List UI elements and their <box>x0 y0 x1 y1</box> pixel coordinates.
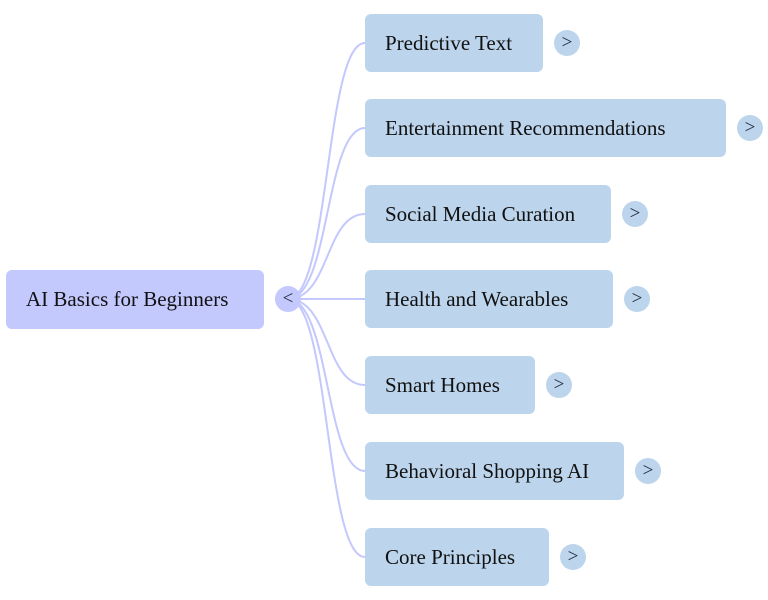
child-node-label: Health and Wearables <box>385 286 569 311</box>
child-node-label: Social Media Curation <box>385 201 576 226</box>
connector-line <box>287 213 366 300</box>
child-node-predictive-text[interactable]: Predictive Text <box>365 14 543 72</box>
child-node-label: Behavioral Shopping AI <box>385 458 590 483</box>
root-node-label: AI Basics for Beginners <box>26 287 229 311</box>
child-node-label: Predictive Text <box>385 30 513 55</box>
child-node-label: Entertainment Recommendations <box>385 115 666 140</box>
connector-line <box>287 298 366 386</box>
expand-icon[interactable]: > <box>624 286 650 312</box>
child-node-label: Core Principles <box>385 544 516 569</box>
expand-icon[interactable]: > <box>737 115 763 141</box>
connector-line <box>287 127 366 300</box>
child-node-core-principles[interactable]: Core Principles <box>365 528 549 586</box>
expand-icon[interactable]: > <box>622 201 648 227</box>
child-node-label: Smart Homes <box>385 372 500 397</box>
child-node-social-media-curation[interactable]: Social Media Curation <box>365 185 611 243</box>
expand-icon[interactable]: > <box>554 30 580 56</box>
collapse-icon[interactable]: < <box>275 286 301 312</box>
child-node-entertainment-recommendations[interactable]: Entertainment Recommendations <box>365 99 726 157</box>
expand-icon[interactable]: > <box>546 372 572 398</box>
child-node-health-and-wearables[interactable]: Health and Wearables <box>365 270 613 328</box>
connector-line <box>287 42 366 300</box>
root-node[interactable]: AI Basics for Beginners <box>6 270 264 329</box>
child-node-smart-homes[interactable]: Smart Homes <box>365 356 535 414</box>
connector-line <box>287 298 366 472</box>
expand-icon[interactable]: > <box>560 544 586 570</box>
child-node-behavioral-shopping-ai[interactable]: Behavioral Shopping AI <box>365 442 624 500</box>
expand-icon[interactable]: > <box>635 458 661 484</box>
connector-line <box>287 298 366 558</box>
